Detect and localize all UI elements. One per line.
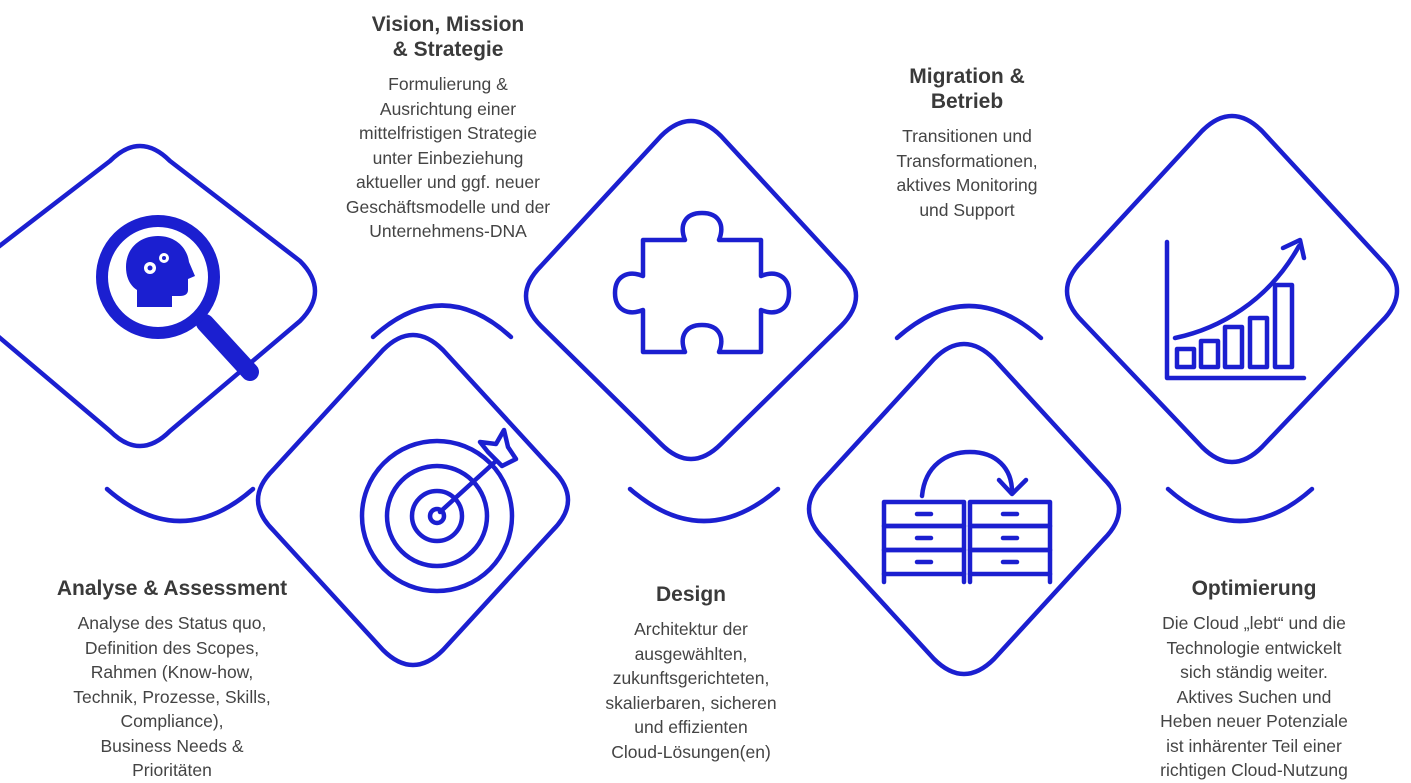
stage-optimierung: Optimierung Die Cloud „lebt“ und die Tec… bbox=[1126, 576, 1382, 783]
diamond-frame-vision bbox=[255, 332, 571, 668]
connector-arc bbox=[370, 303, 514, 340]
stage-migration: Migration & Betrieb Transitionen und Tra… bbox=[862, 64, 1072, 222]
stage-design: Design Architektur der ausgewählten, zuk… bbox=[580, 582, 802, 764]
connector-arc bbox=[627, 486, 781, 524]
target-arrow-icon bbox=[359, 427, 519, 594]
connector-arc bbox=[104, 486, 256, 524]
stage-description: Analyse des Status quo, Definition des S… bbox=[73, 613, 271, 780]
stage-title: Optimierung bbox=[1191, 577, 1317, 600]
diamond-frame-optimierung bbox=[1064, 113, 1400, 465]
stage-title: Analyse & Assessment bbox=[56, 577, 288, 600]
head-magnifier-icon bbox=[96, 215, 259, 381]
stage-description: Die Cloud „lebt“ und die Technologie ent… bbox=[1160, 613, 1348, 780]
stage-description: Transitionen und Transformationen, aktiv… bbox=[896, 126, 1038, 220]
diamond-frame-migration bbox=[806, 341, 1122, 677]
stage-title: Migration & Betrieb bbox=[909, 65, 1025, 113]
connector-arc bbox=[894, 303, 1044, 341]
diamond-frame-analyse bbox=[0, 143, 318, 449]
stage-title: Vision, Mission & Strategie bbox=[371, 13, 525, 61]
connector-arc bbox=[1165, 486, 1315, 524]
stage-vision: Vision, Mission & Strategie Formulierung… bbox=[308, 12, 588, 244]
diamond-frame-design bbox=[523, 118, 859, 462]
server-migration-icon bbox=[881, 449, 1053, 585]
puzzle-piece-icon bbox=[612, 210, 792, 355]
stage-description: Formulierung & Ausrichtung einer mittelf… bbox=[345, 74, 551, 241]
stage-analyse: Analyse & Assessment Analyse des Status … bbox=[40, 576, 304, 783]
stage-title: Design bbox=[655, 583, 726, 606]
stage-description: Architektur der ausgewählten, zukunftsge… bbox=[605, 619, 777, 762]
growth-chart-icon bbox=[1164, 237, 1307, 381]
